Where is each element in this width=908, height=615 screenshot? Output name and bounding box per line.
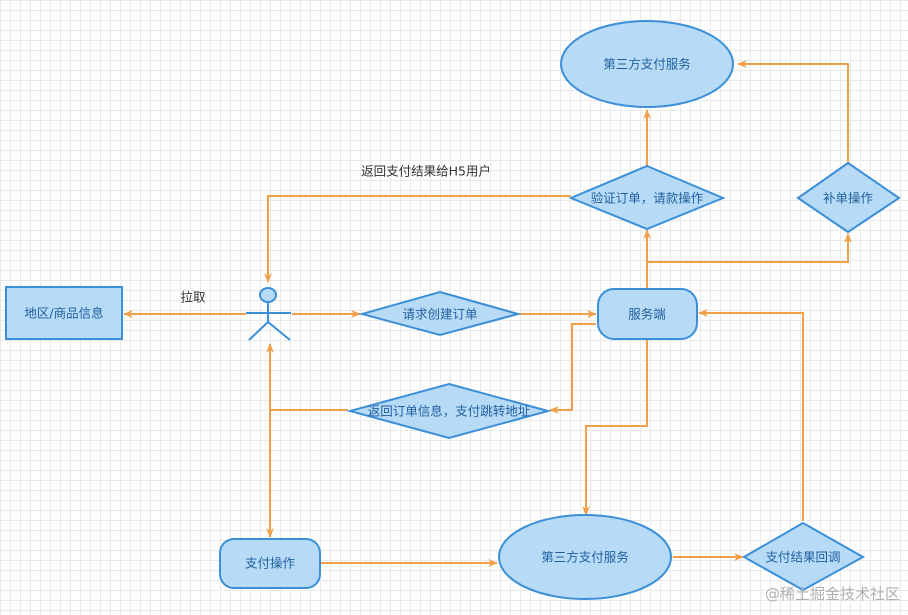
node-pay-callback[interactable]: 支付结果回调	[741, 521, 866, 592]
edge-label-pull: 拉取	[180, 290, 206, 305]
node-return-order-info[interactable]: 返回订单信息，支付跳转地址	[346, 382, 552, 440]
node-create-order-label: 请求创建订单	[402, 307, 477, 322]
node-bottom-third-party[interactable]: 第三方支付服务	[498, 514, 672, 600]
nodes: 第三方支付服务 验证订单，请款操作 补单操作 地区/商品信息 请求创建订单 服务…	[5, 20, 901, 600]
node-supplement-order[interactable]: 补单操作	[796, 161, 901, 234]
edges	[123, 60, 852, 567]
edge-return-order-to-user	[266, 343, 348, 411]
node-supplement-order-label: 补单操作	[823, 191, 874, 206]
node-region-goods-label: 地区/商品信息	[24, 306, 103, 321]
node-create-order[interactable]: 请求创建订单	[358, 290, 522, 337]
edge-callback-to-server	[698, 309, 804, 521]
node-region-goods[interactable]: 地区/商品信息	[5, 286, 123, 340]
edge-supplement-to-third-party	[737, 60, 849, 162]
node-return-order-info-label: 返回订单信息，支付跳转地址	[368, 404, 531, 419]
user-actor-icon[interactable]	[246, 287, 291, 341]
node-top-third-party[interactable]: 第三方支付服务	[560, 20, 734, 108]
edge-label-return-result: 返回支付结果给H5用户	[361, 164, 491, 179]
edge-server-to-bottom-third-party	[582, 340, 648, 516]
node-pay-action-label: 支付操作	[245, 556, 296, 571]
node-pay-callback-label: 支付结果回调	[765, 550, 840, 565]
node-server-label: 服务端	[628, 307, 666, 322]
node-verify-order-label: 验证订单，请款操作	[591, 191, 704, 206]
node-verify-order[interactable]: 验证订单，请款操作	[568, 164, 726, 231]
node-bottom-third-party-label: 第三方支付服务	[541, 550, 629, 565]
watermark: @稀土掘金技术社区	[765, 585, 900, 603]
edge-verify-to-user	[264, 195, 571, 283]
edge-server-to-return-order	[549, 323, 596, 414]
node-server[interactable]: 服务端	[597, 288, 698, 340]
node-pay-action[interactable]: 支付操作	[219, 538, 321, 589]
node-top-third-party-label: 第三方支付服务	[603, 57, 691, 72]
edge-server-to-supplement	[647, 233, 852, 263]
